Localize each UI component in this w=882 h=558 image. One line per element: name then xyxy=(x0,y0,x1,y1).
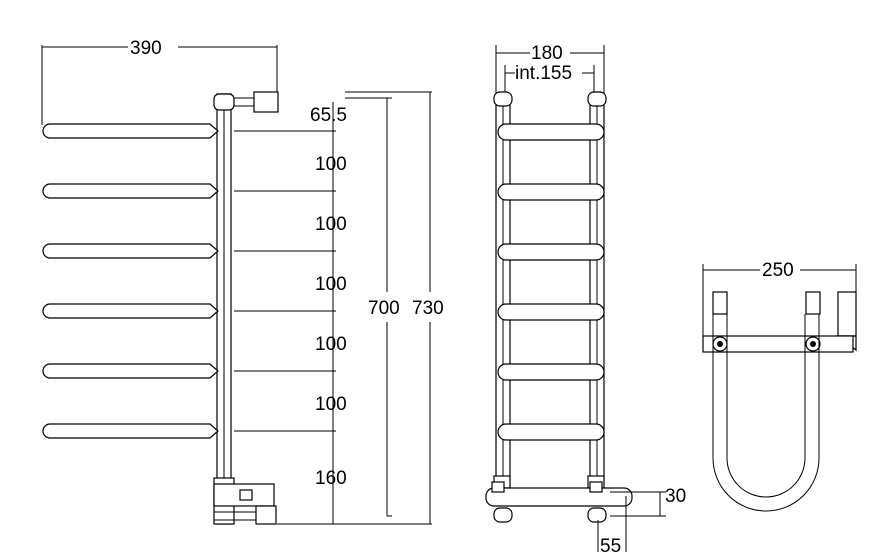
front-view: 180 int.155 30 xyxy=(485,43,686,557)
side-view: 390 65.5 10 xyxy=(41,38,444,525)
spacing-label-3: 100 xyxy=(315,214,347,235)
offset-label: 55 xyxy=(600,536,621,557)
side-width-label: 390 xyxy=(130,38,162,59)
height-inner-label: 700 xyxy=(368,298,400,319)
spacing-label-4: 100 xyxy=(315,274,347,295)
top-width-label: 250 xyxy=(762,260,794,281)
bottom-manifold xyxy=(485,487,633,507)
top-valve xyxy=(213,93,235,111)
front-width-label: 180 xyxy=(531,43,563,64)
side-bars xyxy=(42,123,219,439)
depth-label: 30 xyxy=(665,486,686,507)
spacing-label-5: 100 xyxy=(315,334,347,355)
spacing-label-6: 100 xyxy=(315,394,347,415)
front-bars xyxy=(497,123,605,441)
top-view: 250 xyxy=(702,260,857,512)
spacing-label-2: 100 xyxy=(315,154,347,175)
spacing-label-7: 160 xyxy=(315,468,347,489)
height-total-label: 730 xyxy=(412,298,444,319)
top-wall-bracket xyxy=(253,91,279,113)
front-internal-label: int.155 xyxy=(515,63,572,84)
spacing-label-1: 65.5 xyxy=(310,105,347,126)
